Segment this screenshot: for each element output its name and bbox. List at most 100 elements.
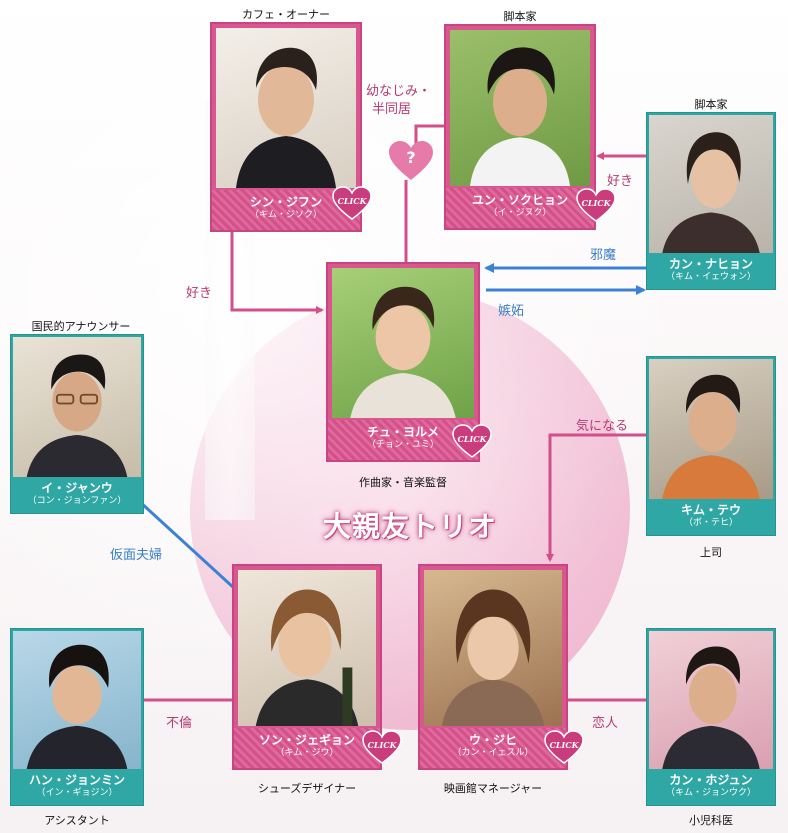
nameplate-ju: チュ・ヨルメ （チョン・ユミ） — [328, 420, 478, 460]
heart-icon — [544, 730, 584, 764]
person-icon — [236, 47, 336, 188]
actor-han: （イン・ギョジン） — [36, 788, 118, 798]
role-kang-nahyon: 脚本家 — [694, 98, 728, 111]
click-label: CLICK — [581, 198, 611, 208]
nameplate-lee: イ・ジャンウ （コン・ジョンファン） — [11, 477, 143, 513]
actor-shin: （キム・ジソク） — [249, 210, 322, 220]
character-card-shin[interactable]: シン・ジフン （キム・ジソク） — [210, 22, 362, 232]
relation-label-like-1: 好き — [186, 286, 213, 301]
character-card-yoon[interactable]: ユン・ソクヒョン （イ・ジヌク） — [444, 24, 596, 230]
name-woo: ウ・ジヒ — [468, 733, 517, 747]
character-card-kang-hojun[interactable]: カン・ホジュン （キム・ジョンウク） — [646, 628, 776, 806]
character-card-kang-nahyon[interactable]: カン・ナヒョン （キム・イェウォン） — [646, 112, 776, 290]
portrait-kang-nahyon — [649, 115, 773, 253]
portrait-kim — [649, 359, 773, 499]
role-ju: 作曲家・音楽監督 — [359, 476, 447, 489]
click-label: CLICK — [457, 434, 487, 444]
character-card-han[interactable]: ハン・ジョンミン （イン・ギョジン） — [10, 628, 144, 806]
nameplate-kang-nahyon: カン・ナヒョン （キム・イェウォン） — [647, 253, 775, 289]
person-icon — [255, 589, 359, 726]
relation-label-obstruct: 邪魔 — [590, 248, 617, 263]
actor-woo: （カン・イェスル） — [452, 748, 534, 758]
heart-icon — [362, 730, 402, 764]
portrait-shin — [216, 28, 356, 188]
line-like-shin — [230, 232, 324, 314]
click-label: CLICK — [549, 740, 579, 750]
click-badge-song[interactable]: CLICK — [362, 730, 402, 764]
name-kang-hojun: カン・ホジュン — [669, 773, 753, 787]
relation-label-childhood: 幼なじみ・ — [366, 84, 432, 99]
nameplate-kang-hojun: カン・ホジュン （キム・ジョンウク） — [647, 769, 775, 805]
click-label: CLICK — [337, 196, 367, 206]
character-card-kim[interactable]: キム・テウ （ボ・テヒ） — [646, 356, 776, 536]
role-han: アシスタント — [44, 814, 110, 827]
click-badge-woo[interactable]: CLICK — [544, 730, 584, 764]
name-han: ハン・ジョンミン — [28, 773, 125, 787]
nameplate-kim: キム・テウ （ボ・テヒ） — [647, 499, 775, 535]
actor-yoon: （イ・ジヌク） — [488, 208, 552, 218]
role-kang-hojun: 小児科医 — [689, 814, 733, 827]
relation-label-jealous: 嫉妬 — [498, 304, 525, 319]
actor-kang-hojun: （キム・ジョンウク） — [665, 788, 756, 798]
heart-icon — [452, 424, 492, 458]
relation-label-like-2: 好き — [607, 174, 634, 189]
relation-label-cohabit: 半同居 — [372, 102, 412, 117]
name-shin: シン・ジフン — [249, 195, 323, 209]
person-icon — [26, 354, 128, 477]
character-card-lee[interactable]: イ・ジャンウ （コン・ジョンファン） — [10, 334, 144, 514]
portrait-lee — [13, 337, 141, 477]
role-kim: 上司 — [700, 546, 722, 559]
name-ju: チュ・ヨルメ — [366, 425, 439, 439]
heart-icon — [332, 186, 372, 220]
click-badge-shin[interactable]: CLICK — [332, 186, 372, 220]
person-icon — [441, 589, 545, 726]
role-lee: 国民的アナウンサー — [31, 320, 131, 333]
person-icon — [662, 646, 760, 769]
question-mark: ? — [406, 148, 416, 167]
relation-label-fake-couple: 仮面夫婦 — [110, 548, 163, 563]
portrait-han — [13, 631, 141, 769]
person-icon — [350, 286, 456, 418]
actor-lee: （コン・ジョンファン） — [27, 496, 127, 506]
character-card-song[interactable]: ソン・ジェギョン （キム・ジウ） — [232, 564, 382, 770]
role-song: シューズデザイナー — [257, 782, 357, 795]
name-song: ソン・ジェギョン — [258, 733, 355, 747]
click-badge-ju[interactable]: CLICK — [452, 424, 492, 458]
role-shin: カフェ・オーナー — [242, 8, 330, 21]
actor-kim: （ボ・テヒ） — [683, 518, 738, 528]
name-yoon: ユン・ソクヒョン — [471, 193, 568, 207]
role-woo: 映画館マネージャー — [443, 782, 543, 795]
nameplate-song: ソン・ジェギョン （キム・ジウ） — [234, 728, 380, 768]
nameplate-woo: ウ・ジヒ （カン・イェスル） — [420, 728, 566, 768]
portrait-ju — [332, 268, 474, 418]
portrait-song — [238, 570, 376, 726]
nameplate-shin: シン・ジフン （キム・ジソク） — [212, 190, 360, 230]
person-icon — [26, 644, 128, 769]
click-badge-yoon[interactable]: CLICK — [576, 188, 616, 222]
person-icon — [662, 132, 760, 253]
relation-label-lovers: 恋人 — [592, 716, 619, 731]
portrait-yoon — [450, 30, 590, 186]
click-label: CLICK — [367, 740, 397, 750]
person-icon — [662, 374, 760, 499]
character-card-woo[interactable]: ウ・ジヒ （カン・イェスル） — [418, 564, 568, 770]
actor-ju: （チョン・ユミ） — [366, 440, 439, 450]
name-kim: キム・テウ — [680, 503, 741, 517]
actor-kang-nahyon: （キム・イェウォン） — [665, 272, 756, 282]
role-yoon: 脚本家 — [503, 10, 537, 23]
question-heart: ? — [388, 140, 434, 182]
name-kang-nahyon: カン・ナヒョン — [668, 257, 753, 271]
name-lee: イ・ジャンウ — [41, 481, 113, 495]
center-trio-label: 大親友トリオ — [322, 510, 497, 543]
line-fake-couple — [138, 500, 236, 590]
nameplate-han: ハン・ジョンミン （イン・ギョジン） — [11, 769, 143, 805]
portrait-kang-hojun — [649, 631, 773, 769]
heart-icon — [389, 141, 433, 180]
relation-label-affair: 不倫 — [166, 716, 193, 731]
actor-song: （キム・ジウ） — [275, 748, 339, 758]
relation-label-curious: 気になる — [576, 419, 629, 434]
nameplate-yoon: ユン・ソクヒョン （イ・ジヌク） — [446, 188, 594, 228]
portrait-woo — [424, 570, 562, 726]
person-icon — [470, 47, 570, 186]
